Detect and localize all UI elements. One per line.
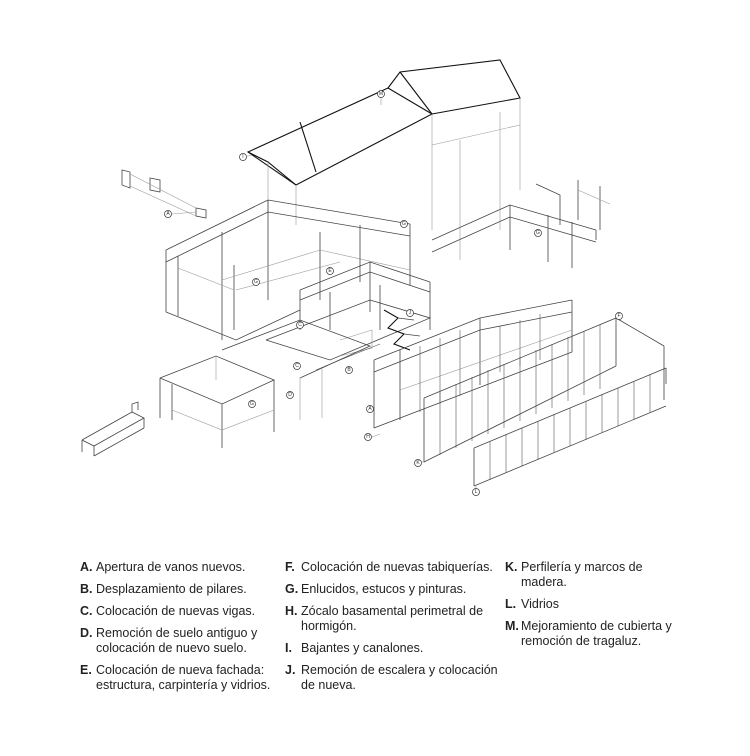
svg-text:C: C <box>295 363 299 369</box>
vent-elements-left <box>121 169 207 219</box>
legend-item-k: K.Perfilería y marcos de madera. <box>505 560 643 589</box>
legend-item-h: H.Zócalo basamental perimetral de hormig… <box>285 604 484 633</box>
legend-item-b: B.Desplazamiento de pilares. <box>80 582 247 596</box>
glass-panes <box>473 367 667 487</box>
facade-middle <box>373 299 573 429</box>
interior-partitions <box>265 261 432 361</box>
marker-l: L <box>472 488 480 496</box>
diagram-markers: M I A G G G E C J C B D G A H K L F <box>164 90 623 496</box>
marker-a-vents: A <box>164 210 172 218</box>
svg-text:I: I <box>242 154 243 160</box>
legend-column-2: F.Colocación de nuevas tabiquerías. G.En… <box>285 560 500 700</box>
svg-text:A: A <box>166 211 170 217</box>
marker-c-upper: C <box>296 321 304 329</box>
marker-b: B <box>345 366 353 374</box>
legend-item-g: G.Enlucidos, estucos y pinturas. <box>285 582 467 596</box>
roof-volume <box>246 59 521 260</box>
plinth <box>81 401 145 457</box>
legend-item-l: L.Vidrios <box>505 597 559 611</box>
right-upper-module <box>431 180 611 268</box>
exploded-axonometric-drawing: M I A G G G E C J C B D G A H K L F <box>81 59 667 496</box>
legend-item-c: C.Colocación de nuevas vigas. <box>80 604 256 618</box>
legend-item-i: I.Bajantes y canalones. <box>285 641 424 655</box>
svg-text:G: G <box>536 230 540 236</box>
marker-i: I <box>239 153 247 161</box>
upper-frame <box>165 199 411 341</box>
svg-text:H: H <box>366 434 370 440</box>
legend-item-a: A.Apertura de vanos nuevos. <box>80 560 246 574</box>
marker-f: F <box>615 312 623 320</box>
marker-k: K <box>414 459 422 467</box>
svg-text:E: E <box>328 268 332 274</box>
legend-item-f: F.Colocación de nuevas tabiquerías. <box>285 560 493 574</box>
svg-text:G: G <box>250 401 254 407</box>
svg-text:B: B <box>347 367 351 373</box>
marker-g-lower: G <box>248 400 256 408</box>
svg-text:M: M <box>379 91 383 97</box>
svg-text:F: F <box>617 313 620 319</box>
legend-column-1: A.Apertura de vanos nuevos. B.Desplazami… <box>80 560 275 700</box>
legend-item-e: E.Colocación de nueva fachada: estructur… <box>80 663 271 692</box>
legend-item-d: D.Remoción de suelo antiguo y colocación… <box>80 626 258 655</box>
marker-g-upper-right: G <box>400 220 408 228</box>
svg-text:L: L <box>475 489 478 495</box>
legend-column-3: K.Perfilería y marcos de madera. L.Vidri… <box>505 560 675 656</box>
legend-item-m: M.Mejoramiento de cubierta y remoción de… <box>505 619 672 648</box>
marker-g-right-module: G <box>534 229 542 237</box>
svg-text:C: C <box>298 322 302 328</box>
svg-text:G: G <box>254 279 258 285</box>
legend: A.Apertura de vanos nuevos. B.Desplazami… <box>0 560 750 750</box>
marker-h: H <box>364 433 372 441</box>
marker-m: M <box>377 90 385 98</box>
marker-g-upper-left: G <box>252 278 260 286</box>
legend-item-j: J.Remoción de escalera y colocación de n… <box>285 663 498 692</box>
stair <box>315 309 421 371</box>
lower-frame <box>159 319 372 448</box>
marker-a-facade: A <box>366 405 374 413</box>
svg-text:K: K <box>416 460 420 466</box>
marker-e-interior: E <box>326 267 334 275</box>
svg-text:J: J <box>409 310 412 316</box>
svg-text:G: G <box>402 221 406 227</box>
marker-c-lower: C <box>293 362 301 370</box>
svg-text:D: D <box>288 392 292 398</box>
marker-j: J <box>406 309 414 317</box>
marker-d: D <box>286 391 294 399</box>
svg-text:A: A <box>368 406 372 412</box>
